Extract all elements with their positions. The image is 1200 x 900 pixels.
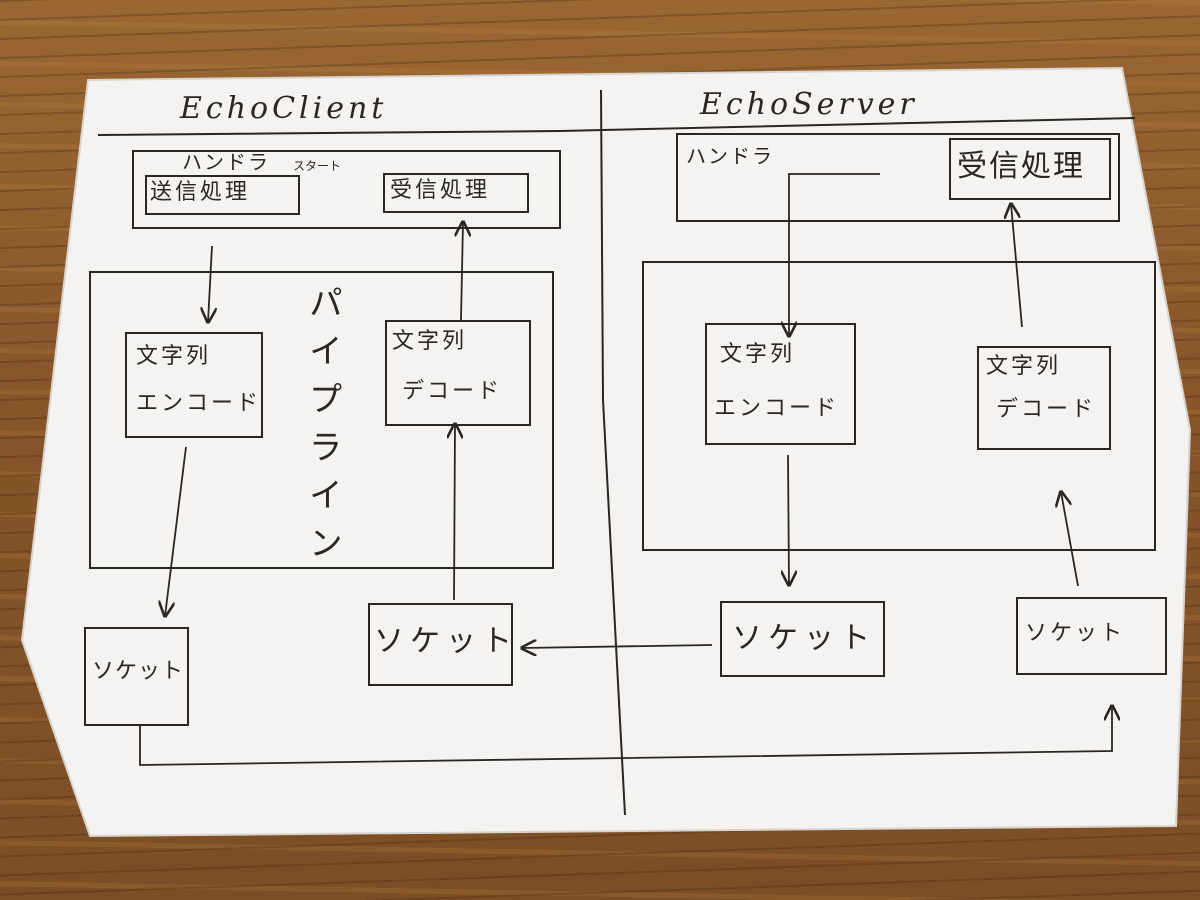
center-divider (600, 89, 626, 816)
client-socket-left-box (84, 627, 189, 726)
server-decoder-line1: 文字列 (986, 354, 1062, 379)
client-handler-box (132, 150, 561, 229)
client-title: EchoClient (180, 91, 388, 126)
client-encoder-box (125, 332, 263, 438)
server-socket-right-label: ソケット (1025, 621, 1126, 646)
server-encoder-box (705, 323, 856, 445)
server-decoder-line2: デコード (996, 397, 1097, 422)
client-handler-label: ハンドラ (182, 150, 270, 174)
arrow-send-to-encoder (208, 245, 212, 322)
server-pipeline-box (642, 261, 1156, 551)
client-socket-left-label: ソケット (92, 659, 185, 684)
arrow-socket-to-decoder (454, 424, 455, 601)
header-line (97, 117, 1136, 136)
client-socket-right-box (368, 603, 513, 686)
server-receive-box (949, 138, 1111, 200)
arrow-decoder-to-server-receive (1011, 204, 1023, 328)
client-decoder-line1: 文字列 (392, 329, 468, 354)
client-encoder-line1: 文字列 (136, 344, 212, 369)
server-encoder-line1: 文字列 (720, 342, 796, 367)
client-decoder-line2: デコード (402, 379, 503, 404)
client-pipeline-box (89, 271, 554, 569)
client-send-box (145, 175, 300, 215)
server-handler-box (676, 133, 1120, 222)
server-receive-label: 受信処理 (957, 149, 1085, 184)
client-receive-box (383, 173, 529, 213)
client-encoder-line2: エンコード (136, 391, 262, 416)
server-socket-left-box (720, 601, 885, 677)
server-socket-right-box (1016, 597, 1167, 675)
arrow-encoder-to-socket (165, 446, 187, 616)
arrow-server-socket-to-client-socket (522, 645, 713, 648)
server-handler-label: ハンドラ (686, 144, 774, 168)
server-decoder-box (977, 346, 1111, 450)
arrow-decoder-to-receive (461, 222, 463, 321)
server-encoder-line2: エンコード (714, 396, 840, 421)
client-socket-right-label: ソケット (374, 624, 518, 659)
arrow-client-socket-to-server-socket (139, 706, 1112, 766)
client-send-label: 送信処理 (150, 180, 251, 205)
client-receive-label: 受信処理 (390, 178, 491, 203)
client-start-label: スタート (293, 159, 342, 173)
server-socket-left-label: ソケット (732, 621, 876, 656)
server-title: EchoServer (700, 87, 918, 122)
client-pipeline-label: パイプライン (302, 285, 343, 573)
arrow-socket-to-server-decoder (1061, 492, 1079, 587)
arrow-encoder-to-server-socket (788, 454, 789, 585)
arrow-handler-to-encoder (789, 173, 880, 336)
